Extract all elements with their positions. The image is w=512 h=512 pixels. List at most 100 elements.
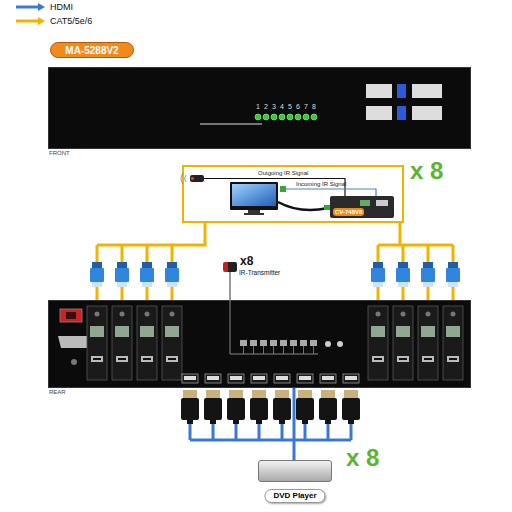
arrow-shaft	[16, 6, 39, 9]
tv-bezel	[230, 182, 278, 210]
signal-name: Outgoing IR Signal	[258, 170, 308, 176]
ir-transmitter: IR-Transmitter	[223, 262, 237, 272]
panel-caption: FRONT	[49, 150, 70, 156]
control-buttons	[412, 84, 442, 98]
button-number: 7	[304, 103, 308, 110]
model-name: MA-5288V2	[65, 45, 118, 56]
hdmi-input	[205, 374, 221, 383]
panel-caption: REAR	[49, 389, 66, 395]
rj45-plug	[371, 262, 385, 287]
ir-emitter	[190, 175, 204, 182]
model-badge: MA-5288V2	[50, 42, 134, 58]
hdmi-input	[343, 374, 359, 383]
button-number: 2	[264, 103, 268, 110]
ir-selector-port	[310, 340, 317, 346]
legend-entry: CAT5/5e/6	[14, 16, 92, 26]
legend-entry: HDMI	[14, 2, 73, 12]
ir-selector-port	[270, 340, 277, 346]
quantity-label: x 8	[346, 446, 379, 470]
button-number: 5	[288, 103, 292, 110]
hdmi-input	[228, 374, 244, 383]
ir-selector-port	[290, 340, 297, 346]
rj45-plug	[115, 262, 129, 287]
panel-trim	[200, 124, 262, 125]
hdmi-connector	[324, 205, 330, 210]
ir-receiver-eye	[280, 186, 286, 192]
ir-selector-port	[250, 340, 257, 346]
hdmi-plug	[227, 390, 245, 424]
hdmi-plug	[181, 390, 199, 424]
hdmi-input	[297, 374, 313, 383]
button-number: 3	[272, 103, 276, 110]
control-buttons	[412, 106, 442, 120]
legend-text: HDMI	[50, 2, 73, 12]
dvd-player: DVD Player	[258, 460, 332, 482]
power-switch	[60, 309, 82, 322]
hdmi-cable	[278, 202, 328, 210]
device-label: IR-Transmitter	[239, 270, 280, 277]
ir-emitter-lens	[191, 177, 195, 181]
ir-wire-tap	[244, 346, 314, 354]
output-card	[162, 306, 182, 380]
legend-arrow	[14, 16, 46, 26]
serial-port	[58, 336, 90, 348]
rj45-plug	[446, 262, 460, 287]
output-card	[87, 306, 107, 380]
button-number: 6	[296, 103, 300, 110]
selector-button	[295, 114, 301, 120]
output-card	[393, 306, 413, 380]
audio-jack	[337, 341, 343, 347]
segment-display	[397, 106, 406, 120]
selector-button	[287, 114, 293, 120]
quantity-label: x 8	[410, 159, 443, 183]
hdmi-input	[182, 374, 198, 383]
selector-button	[303, 114, 309, 120]
selector-button	[311, 114, 317, 120]
ir-wire	[230, 300, 318, 354]
control-buttons	[366, 84, 392, 98]
ir-selector-port	[260, 340, 267, 346]
hdmi-plug	[342, 390, 360, 424]
ir-selector-port	[240, 340, 247, 346]
rj45-plug	[396, 262, 410, 287]
audio-jack	[325, 341, 331, 347]
cable-connector	[293, 388, 296, 460]
power-jack	[71, 359, 77, 365]
hdmi-plug	[319, 390, 337, 424]
button-number: 8	[312, 103, 316, 110]
rj45-plug	[140, 262, 154, 287]
device-label: DVD Player	[264, 489, 325, 503]
rj45-plug	[421, 262, 435, 287]
rj45-port	[360, 200, 370, 206]
tv-base	[244, 213, 264, 215]
incoming-ir-wire	[286, 189, 376, 196]
cat-cable	[378, 223, 453, 300]
segment-display	[397, 84, 406, 98]
quantity-label: x8	[240, 255, 253, 267]
output-card	[443, 306, 463, 380]
model-name: CV-748V8	[333, 208, 364, 216]
hdmi-input	[274, 374, 290, 383]
hdmi-input	[251, 374, 267, 383]
power-rocker	[66, 312, 76, 319]
control-buttons	[366, 106, 392, 120]
output-card	[137, 306, 157, 380]
hdmi-plug	[250, 390, 268, 424]
cat-cable	[97, 245, 172, 300]
hdmi-cable	[190, 424, 351, 440]
receiver-unit: CV-748V8	[330, 196, 394, 218]
selector-button	[271, 114, 277, 120]
rear-panel: REAR	[48, 300, 471, 388]
hdmi-plug	[204, 390, 222, 424]
hdmi-plug	[273, 390, 291, 424]
signal-name: Incoming IR Signal	[296, 181, 346, 187]
hdmi-input	[320, 374, 336, 383]
tv-screen	[232, 184, 276, 206]
rj45-plug	[90, 262, 104, 287]
output-card	[368, 306, 388, 380]
tv-stand	[248, 210, 260, 213]
button-number: 1	[256, 103, 260, 110]
selector-button	[279, 114, 285, 120]
